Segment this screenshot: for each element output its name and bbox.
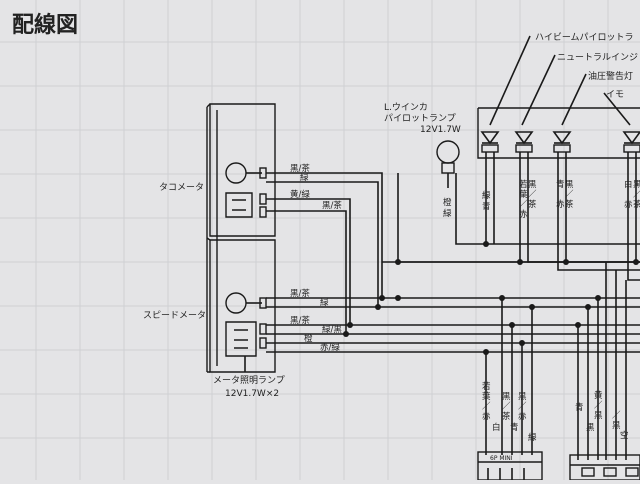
wire-label: 赤 [519, 210, 528, 220]
wire-label: 橙 [443, 197, 452, 208]
wire-label: ／ [612, 411, 621, 421]
wire-label: ／ [519, 200, 528, 210]
wire-label: 青 [575, 402, 584, 413]
wire-label: 黒/茶 [290, 315, 310, 326]
turn-pilot-label-2: パイロットランプ [384, 113, 456, 124]
wire-label: 白 [624, 179, 633, 190]
wire-label: 緑 [320, 297, 329, 308]
wire-label: 茶 [528, 199, 537, 210]
wire-label: ／ [528, 190, 537, 200]
wire-label: 若 [482, 381, 491, 392]
wire-label: 白 [492, 422, 501, 433]
wire-label: 緑 [300, 172, 309, 183]
indicator-panel [477, 107, 640, 159]
meter-lamp-label: メータ照明ランプ [213, 375, 285, 386]
connector-label: 6P MINI [490, 455, 513, 462]
wire-label: 空 [620, 430, 629, 441]
wire-label: ／ [633, 190, 640, 200]
indicator-labels: ハイビームパイロットラ ニュートラルインジ 油圧警告灯 イモ [489, 32, 638, 126]
meter-lamp-spec: 12V1.7W×2 [225, 389, 279, 399]
wire-label: 緑 [528, 432, 537, 443]
speedometer-lamp [225, 292, 267, 314]
turn-pilot-lamp [436, 140, 640, 245]
wire-label: 黒 [586, 423, 595, 433]
wire-label: ／ [594, 401, 603, 411]
wire-label: 黒 [502, 392, 511, 402]
wire-label: 橙 [304, 333, 313, 344]
wire-label: 黒/茶 [290, 163, 310, 174]
wire-label: 若 [519, 179, 528, 190]
wire-label: 青 [556, 179, 565, 190]
indicator-label-neutral: ニュートラルインジ [557, 52, 638, 63]
wire-label: ／ [518, 402, 527, 412]
wire-label: ／ [482, 402, 491, 412]
wire-label: 赤 [624, 200, 633, 210]
junction-dots [343, 241, 639, 355]
tachometer-lamp [225, 162, 267, 184]
wire-label: ／ [565, 190, 574, 200]
led-icon [622, 131, 640, 153]
led-icon [514, 131, 534, 153]
wire-label: 黄/緑 [290, 189, 310, 200]
wire-label: 緑 [482, 190, 491, 201]
bottom-right-wire-labels: 青 黄 ／ 黒 黒 ／ 黒 空 [575, 390, 629, 441]
speedometer-sensor [225, 321, 267, 357]
indicator-leds [480, 131, 640, 153]
wire-label: 青 [510, 422, 519, 433]
wire-label: 茶 [633, 199, 640, 210]
wire-label: ／ [502, 402, 511, 412]
top-wire-labels: 橙 緑 緑 青 若 葉 ／ 赤 黒 ／ 茶 青 黒 ／ 赤 茶 白 黒 ／ 赤 … [443, 179, 640, 220]
wire-label: 茶 [565, 199, 574, 210]
led-icon [480, 131, 500, 153]
wire-label: 青 [482, 201, 491, 212]
wire-label: 茶 [502, 411, 511, 422]
wire-label: 黒 [528, 180, 537, 190]
wire-label: 黒 [518, 392, 527, 402]
wire-label: 緑/黒 [322, 324, 342, 335]
page-title: 配線図 [12, 12, 78, 38]
wire-label: 黒 [633, 180, 640, 190]
turn-pilot-label-1: L.ウインカ [384, 102, 428, 113]
wire-label: 黒 [612, 421, 621, 431]
wire-label: 黄 [594, 390, 603, 401]
wire-label: 葉 [482, 391, 491, 402]
indicator-label-immobilizer: イモ [606, 90, 624, 100]
wire-label: 赤 [556, 200, 565, 210]
indicator-label-oil: 油圧警告灯 [588, 70, 633, 82]
wire-label: 緑 [443, 208, 452, 219]
bottom-drop-wires [485, 262, 627, 460]
wire-label: 黒/茶 [322, 200, 342, 211]
turn-pilot-spec: 12V1.7W [420, 125, 461, 135]
meter-housing [206, 103, 276, 373]
wire-label: 黒 [565, 180, 574, 190]
tachometer-label: タコメータ [159, 182, 204, 193]
wire-label: 葉 [519, 189, 528, 200]
wire-label: 黒 [594, 411, 603, 421]
led-icon [552, 131, 572, 153]
wire-label: 赤 [482, 412, 491, 422]
connector-6p-mini: 6P MINI [477, 451, 543, 481]
bottom-left-wire-labels: 若 葉 ／ 赤 白 黒 ／ 茶 青 黒 ／ 赤 緑 [482, 381, 537, 443]
wire-label: 赤/緑 [320, 342, 340, 353]
left-wire-labels: 黒/茶 緑 黄/緑 黒/茶 黒/茶 緑 黒/茶 緑/黒 橙 赤/緑 [290, 163, 342, 353]
indicator-wires [382, 152, 640, 281]
tachometer-sensor [225, 192, 267, 218]
indicator-label-highbeam: ハイビームパイロットラ [535, 32, 634, 43]
wire-label: 赤 [518, 412, 527, 422]
wire-label: 黒/茶 [290, 288, 310, 299]
connector-right [569, 454, 640, 481]
speedometer-label: スピードメータ [143, 310, 206, 321]
